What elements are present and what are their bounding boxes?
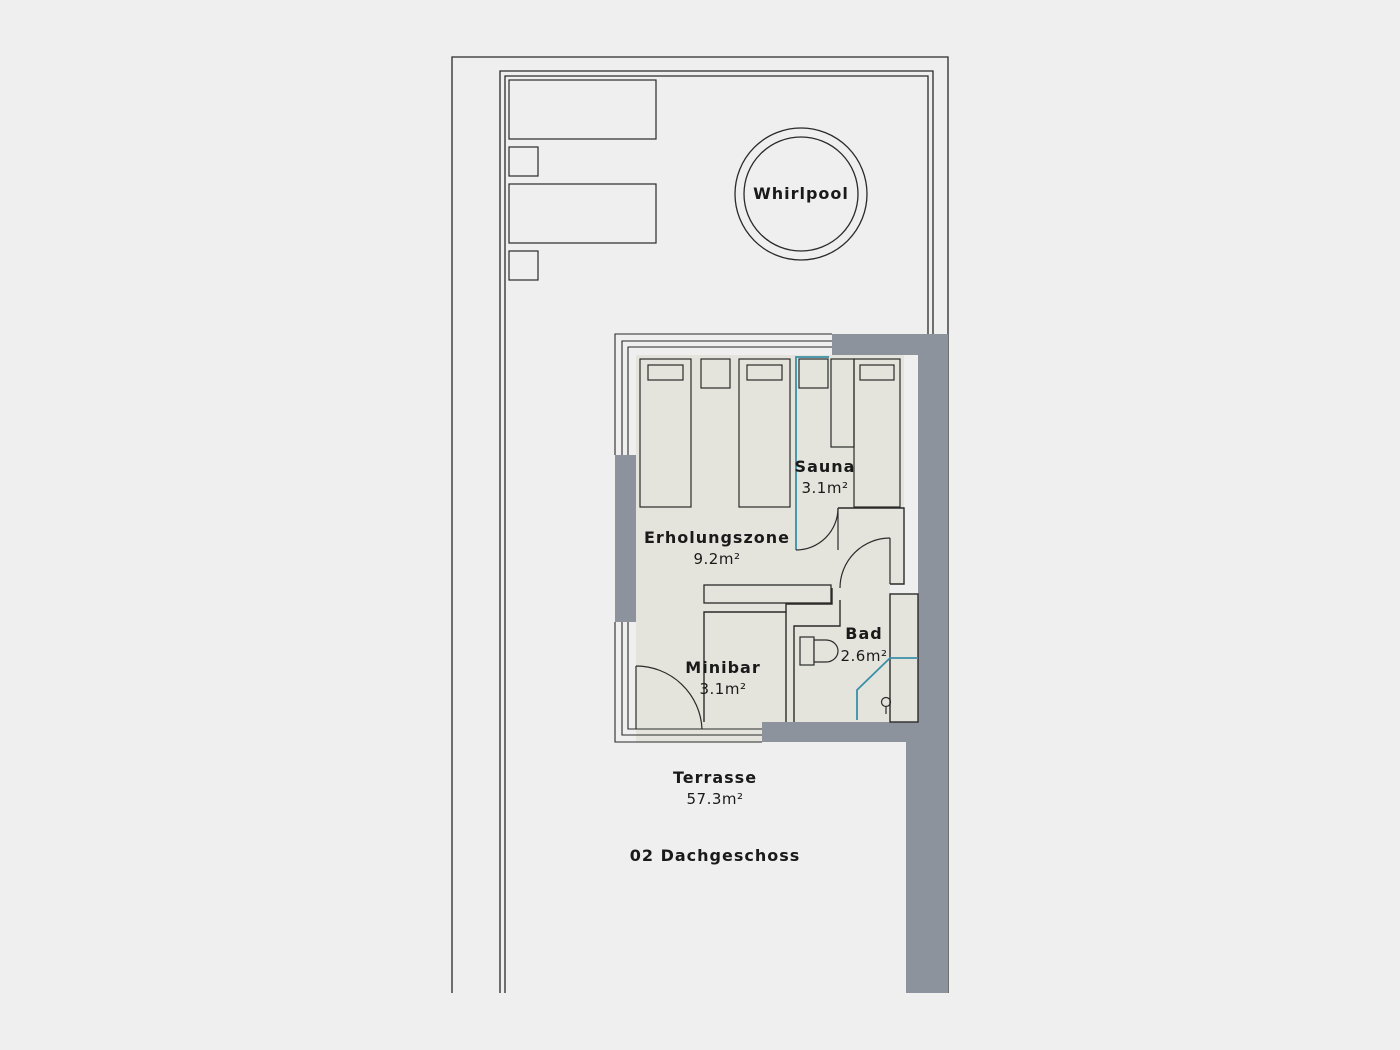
shower-glass <box>856 657 918 720</box>
sauna-glass <box>795 356 829 550</box>
side-table <box>700 358 731 389</box>
erholungszone-label: Erholungszone <box>644 528 790 547</box>
sauna-fixtures <box>798 358 901 508</box>
bench <box>703 584 832 604</box>
floor-title: 02 Dachgeschoss <box>630 846 801 865</box>
lounger-pillow <box>647 364 684 381</box>
sauna-area: 3.1m² <box>802 479 849 497</box>
sun-lounger <box>508 79 657 140</box>
sauna-stove <box>798 358 829 389</box>
interior-floor <box>636 355 918 742</box>
lounger-bed <box>639 358 692 508</box>
sauna-label: Sauna <box>795 457 856 476</box>
terrace-furniture <box>508 79 657 281</box>
minibar-door <box>635 665 703 730</box>
side-table <box>508 146 539 177</box>
sauna-pillow <box>859 364 895 381</box>
erholungszone-area: 9.2m² <box>694 550 741 568</box>
sauna-door <box>795 507 839 551</box>
minibar-area: 3.1m² <box>700 680 747 698</box>
lounger-pillow <box>746 364 783 381</box>
terrasse-area: 57.3m² <box>686 790 743 808</box>
bad-area: 2.6m² <box>841 647 888 665</box>
whirlpool <box>734 127 868 261</box>
bad-label: Bad <box>845 624 882 643</box>
shower-drain <box>880 696 892 714</box>
whirlpool-label: Whirlpool <box>753 184 849 203</box>
side-table <box>508 250 539 281</box>
minibar-label: Minibar <box>685 658 760 677</box>
sauna-bench <box>853 358 901 508</box>
bath-door <box>839 537 891 589</box>
toilet <box>799 636 839 666</box>
lounger-bed <box>738 358 791 508</box>
terrasse-label: Terrasse <box>673 768 757 787</box>
loungers <box>639 358 791 508</box>
glazing <box>614 333 832 743</box>
sun-lounger <box>508 183 657 244</box>
walls <box>615 334 948 993</box>
